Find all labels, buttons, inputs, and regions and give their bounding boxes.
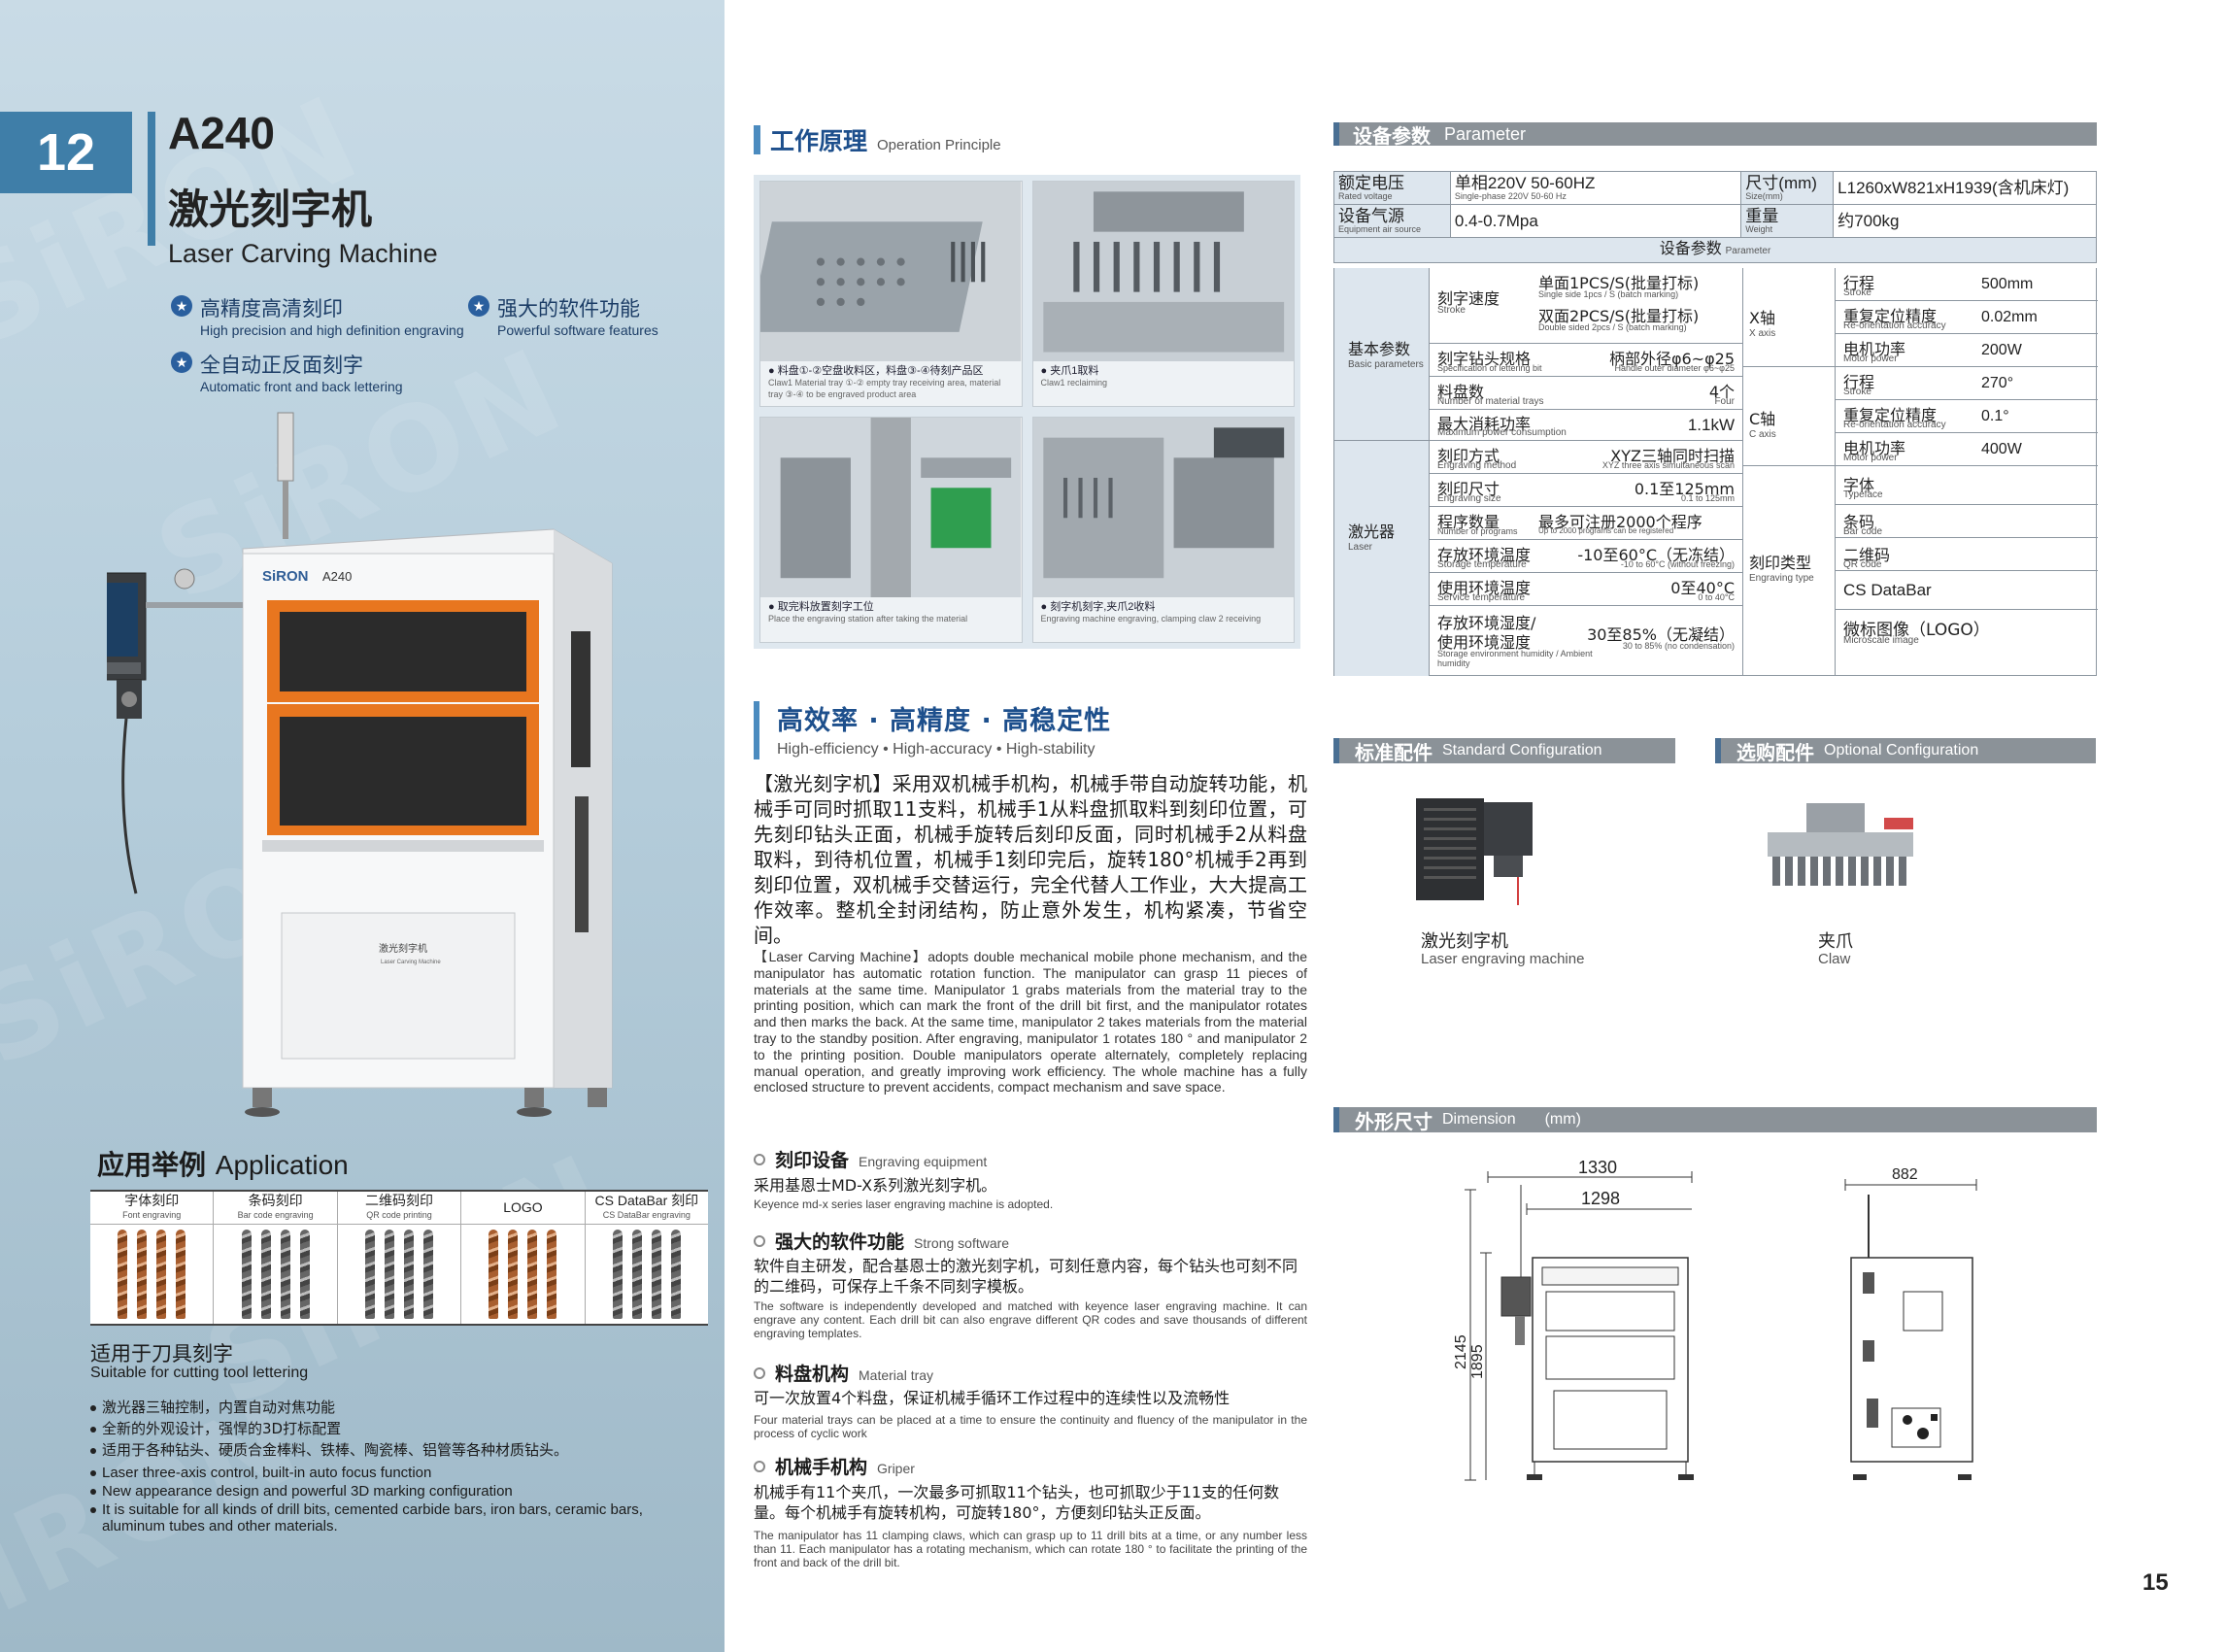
application-column: LOGO xyxy=(461,1192,586,1324)
star-icon: ★ xyxy=(171,295,192,317)
dimension-drawing: 1330 1298 2145 1895 882 xyxy=(1453,1158,1977,1481)
page-number: 15 xyxy=(2142,1569,2169,1596)
claw-image xyxy=(1768,803,1913,886)
standard-item-en: Laser engraving machine xyxy=(1421,951,1585,967)
model-name: A240 xyxy=(168,108,275,158)
panel-label-cn: 激光刻字机 xyxy=(379,942,427,955)
bullet-en: Laser three-axis control, built-in auto … xyxy=(90,1465,431,1482)
subsection-body-cn: 采用基恩士MD-X系列激光刻字机。 xyxy=(754,1176,997,1195)
principle-heading: 工作原理 Operation Principle xyxy=(754,122,1001,157)
dim-height-total: 2145 xyxy=(1453,1334,1469,1369)
machine-illustration: SiRON A240 激光刻字机 Laser Carving Machine xyxy=(107,412,613,1117)
subsection-body-en: The manipulator has 11 clamping claws, w… xyxy=(754,1529,1307,1569)
highlight-heading: 高效率 · 高精度 · 高稳定性 High-efficiency • High-… xyxy=(777,706,1112,758)
panel-label-en: Laser Carving Machine xyxy=(381,960,441,965)
bullet-en: aluminum tubes and other materials. xyxy=(102,1518,338,1534)
optional-item-cn: 夹爪 xyxy=(1818,931,1853,952)
page-section-number: 12 xyxy=(0,112,132,193)
description-en: 【Laser Carving Machine】adopts double mec… xyxy=(754,949,1307,1096)
optional-item-en: Claw xyxy=(1818,951,1851,967)
machine-model: A240 xyxy=(322,569,352,584)
highlight-accent-bar xyxy=(754,701,759,759)
title-en: Laser Carving Machine xyxy=(168,239,438,268)
subsection-body-cn: 可一次放置4个料盘，保证机械手循环工作过程中的连续性以及流畅性 xyxy=(754,1389,1230,1407)
subsection-body-en: Keyence md-x series laser engraving mach… xyxy=(754,1197,1054,1211)
suitable-cn: 适用于刀具刻字 xyxy=(90,1342,233,1365)
bullet-en: New appearance design and powerful 3D ma… xyxy=(90,1483,513,1500)
star-icon: ★ xyxy=(171,352,192,373)
subsection-body-en: Four material trays can be placed at a t… xyxy=(754,1413,1307,1440)
dim-height-inner: 1895 xyxy=(1469,1344,1486,1379)
title-cn: 激光刻字机 xyxy=(168,185,373,233)
dim-width-inner: 1298 xyxy=(1581,1189,1620,1208)
bullet-cn: 适用于各种钻头、硬质合金棒料、铁棒、陶瓷棒、铝管等各种材质钻头。 xyxy=(90,1441,568,1459)
standard-item-cn: 激光刻字机 xyxy=(1421,931,1508,952)
bullet-cn: 激光器三轴控制，内置自动对焦功能 xyxy=(90,1399,335,1416)
dim-depth: 882 xyxy=(1892,1166,1918,1183)
subsection-body-cn: 软件自主研发，配合基恩士的激光刻字机，可刻任意内容，每个钻头也可刻不同的二维码，… xyxy=(754,1257,1298,1296)
subsection-body-en: The software is independently developed … xyxy=(754,1299,1307,1340)
machine-brand: SiRON xyxy=(262,568,309,585)
subsection-body-cn: 机械手有11个夹爪，一次最多可抓取11个钻头，也可抓取少于11支的任何数量。每个… xyxy=(754,1483,1280,1522)
application-title: 应用举例 Application xyxy=(97,1149,349,1181)
bullet-cn: 全新的外观设计，强悍的3D打标配置 xyxy=(90,1420,341,1437)
title-accent-bar xyxy=(148,112,155,246)
star-icon: ★ xyxy=(468,295,489,317)
description-cn: 【激光刻字机】采用双机械手机构，机械手带自动旋转功能，机械手可同时抓取11支料，… xyxy=(754,772,1307,947)
dim-width-total: 1330 xyxy=(1578,1158,1617,1177)
bullet-en: It is suitable for all kinds of drill bi… xyxy=(90,1501,643,1519)
laser-engraver-image xyxy=(1416,798,1533,905)
suitable-en: Suitable for cutting tool lettering xyxy=(90,1365,309,1381)
